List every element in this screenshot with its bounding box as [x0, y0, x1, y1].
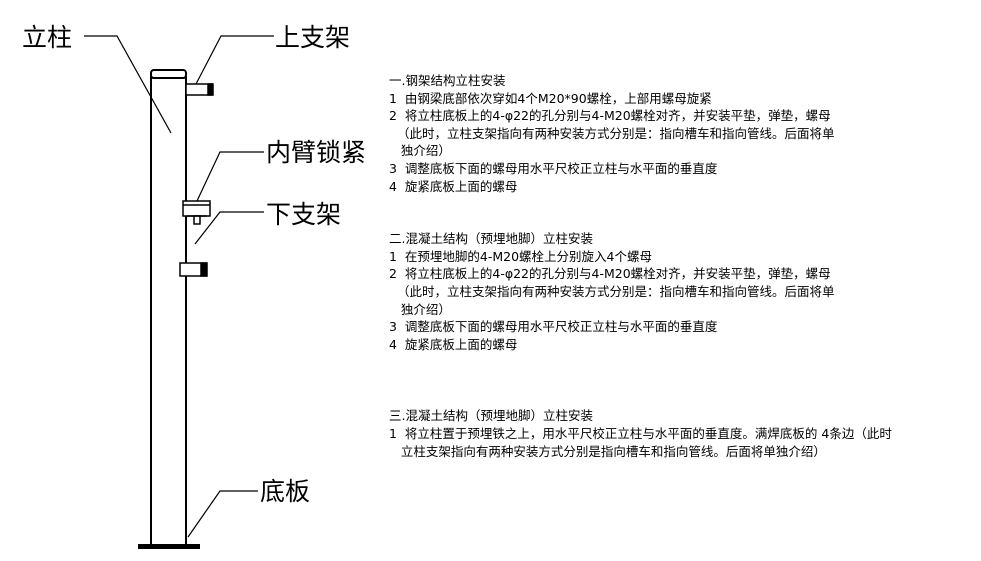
step-line: （此时，立柱支架指向有两种安装方式分别是：指向槽车和指向管线。后面将单	[389, 283, 835, 299]
step-line: 1 在预埋地脚的4-M20螺栓上分别旋入4个螺母	[389, 248, 653, 264]
inner-arm-lock-shape	[182, 200, 211, 225]
lower-bracket-label: 下支架	[266, 200, 341, 229]
step-line: 3 调整底板下面的螺母用水平尺校正立柱与水平面的垂直度	[389, 160, 718, 176]
step-line: 4 旋紧底板上面的螺母	[389, 336, 518, 352]
column-label: 立柱	[22, 23, 72, 52]
base-plate-label: 底板	[260, 477, 310, 506]
step-line: 2 将立柱底板上的4-φ22的孔分别与4-M20螺栓对齐，并安装平垫，弹垫，螺母	[389, 108, 831, 124]
section-concrete-weld: 三.混凝土结构（预埋地脚）立柱安装 1 将立柱置于预埋铁之上，用水平尺校正立柱与…	[389, 407, 974, 460]
step-line: 3 调整底板下面的螺母用水平尺校正立柱与水平面的垂直度	[389, 319, 718, 335]
section-title: 三.混凝土结构（预埋地脚）立柱安装	[389, 408, 593, 424]
step-line: （此时，立柱支架指向有两种安装方式分别是：指向槽车和指向管线。后面将单	[389, 125, 835, 141]
section-steel-beam: 一.钢架结构立柱安装 1 由钢梁底部依次穿如4个M20*90螺栓，上部用螺母旋紧…	[389, 72, 974, 195]
step-line: 独介绍）	[389, 143, 451, 159]
step-line: 4 旋紧底板上面的螺母	[389, 178, 518, 194]
step-line: 独介绍）	[389, 301, 451, 317]
section-concrete-anchor: 二.混凝土结构（预埋地脚）立柱安装 1 在预埋地脚的4-M20螺栓上分别旋入4个…	[389, 230, 974, 353]
step-line: 1 将立柱置于预埋铁之上，用水平尺校正立柱与水平面的垂直度。满焊底板的 4条边（…	[389, 425, 892, 441]
section-title: 一.钢架结构立柱安装	[389, 73, 506, 88]
step-line: 1 由钢梁底部依次穿如4个M20*90螺栓，上部用螺母旋紧	[389, 90, 712, 106]
inner-arm-lock-label: 内臂锁紧	[266, 138, 366, 167]
step-line: 2 将立柱底板上的4-φ22的孔分别与4-M20螺栓对齐，并安装平垫，弹垫，螺母	[389, 266, 831, 282]
installation-notes: 一.钢架结构立柱安装 1 由钢梁底部依次穿如4个M20*90螺栓，上部用螺母旋紧…	[389, 72, 974, 460]
step-line: 立柱支架指向有两种安装方式分别是指向槽车和指向管线。后面将单独介绍）	[389, 443, 826, 459]
upper-bracket-label: 上支架	[275, 23, 350, 52]
base-plate-shape	[138, 544, 200, 549]
upper-bracket-shape	[185, 83, 214, 96]
lower-bracket-shape	[179, 262, 208, 277]
section-title: 二.混凝土结构（预埋地脚）立柱安装	[389, 231, 593, 247]
column-pipe	[150, 69, 187, 546]
leader-lines	[84, 35, 274, 538]
